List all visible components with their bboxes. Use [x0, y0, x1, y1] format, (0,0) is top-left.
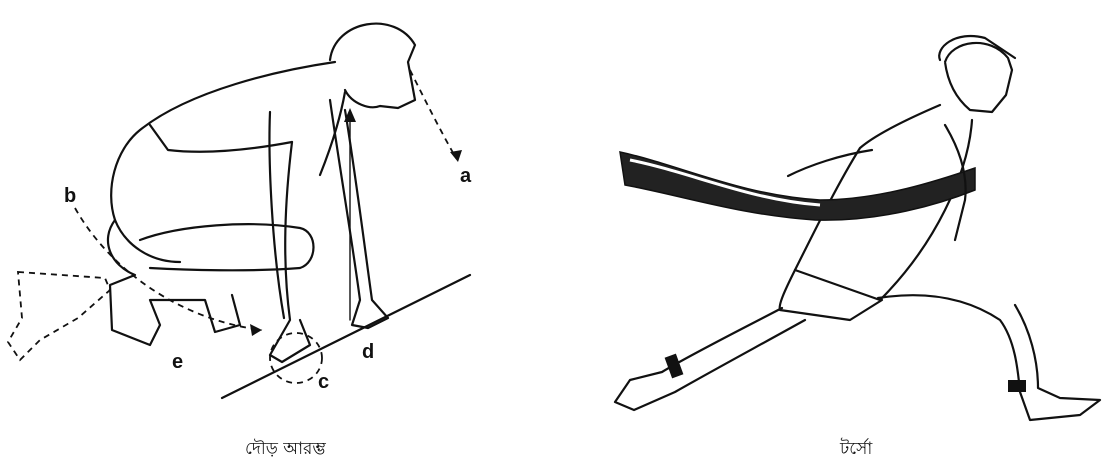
- crouch-start-drawing: [0, 0, 560, 470]
- back-leg: [615, 308, 805, 410]
- label-e: e: [172, 352, 183, 372]
- caption-crouch-start: দৌড় আরম্ভ: [245, 436, 326, 464]
- ankle-band-back: [665, 354, 684, 379]
- torso-finish-drawing: [560, 0, 1111, 470]
- arrow-a-head: [450, 150, 462, 162]
- label-d: d: [362, 342, 374, 362]
- caption-torso: টর্সো: [840, 436, 872, 464]
- torso-back: [111, 62, 335, 262]
- arm-back: [330, 100, 388, 328]
- label-b: b: [64, 186, 76, 206]
- runner-head: [945, 43, 1012, 112]
- circle-c: [270, 333, 322, 383]
- finish-tape: [620, 152, 975, 220]
- runner-arm-left: [788, 150, 872, 176]
- ghost-foot: [8, 272, 110, 360]
- label-c: c: [318, 372, 329, 392]
- runner-hair: [939, 36, 1015, 60]
- start-line: [222, 275, 470, 398]
- arrow-b-head: [250, 324, 262, 336]
- shorts-line: [150, 125, 292, 152]
- arrow-a: [410, 70, 456, 158]
- label-a: a: [460, 166, 471, 186]
- chest-line: [320, 92, 345, 175]
- ankle-band-front: [1008, 380, 1026, 392]
- torso-finish-figure: টর্সো: [560, 0, 1111, 470]
- thigh-front: [140, 224, 314, 270]
- crouch-start-figure: a b c d e দৌড় আরম্ভ: [0, 0, 560, 470]
- front-leg: [878, 295, 1100, 420]
- head: [330, 24, 415, 108]
